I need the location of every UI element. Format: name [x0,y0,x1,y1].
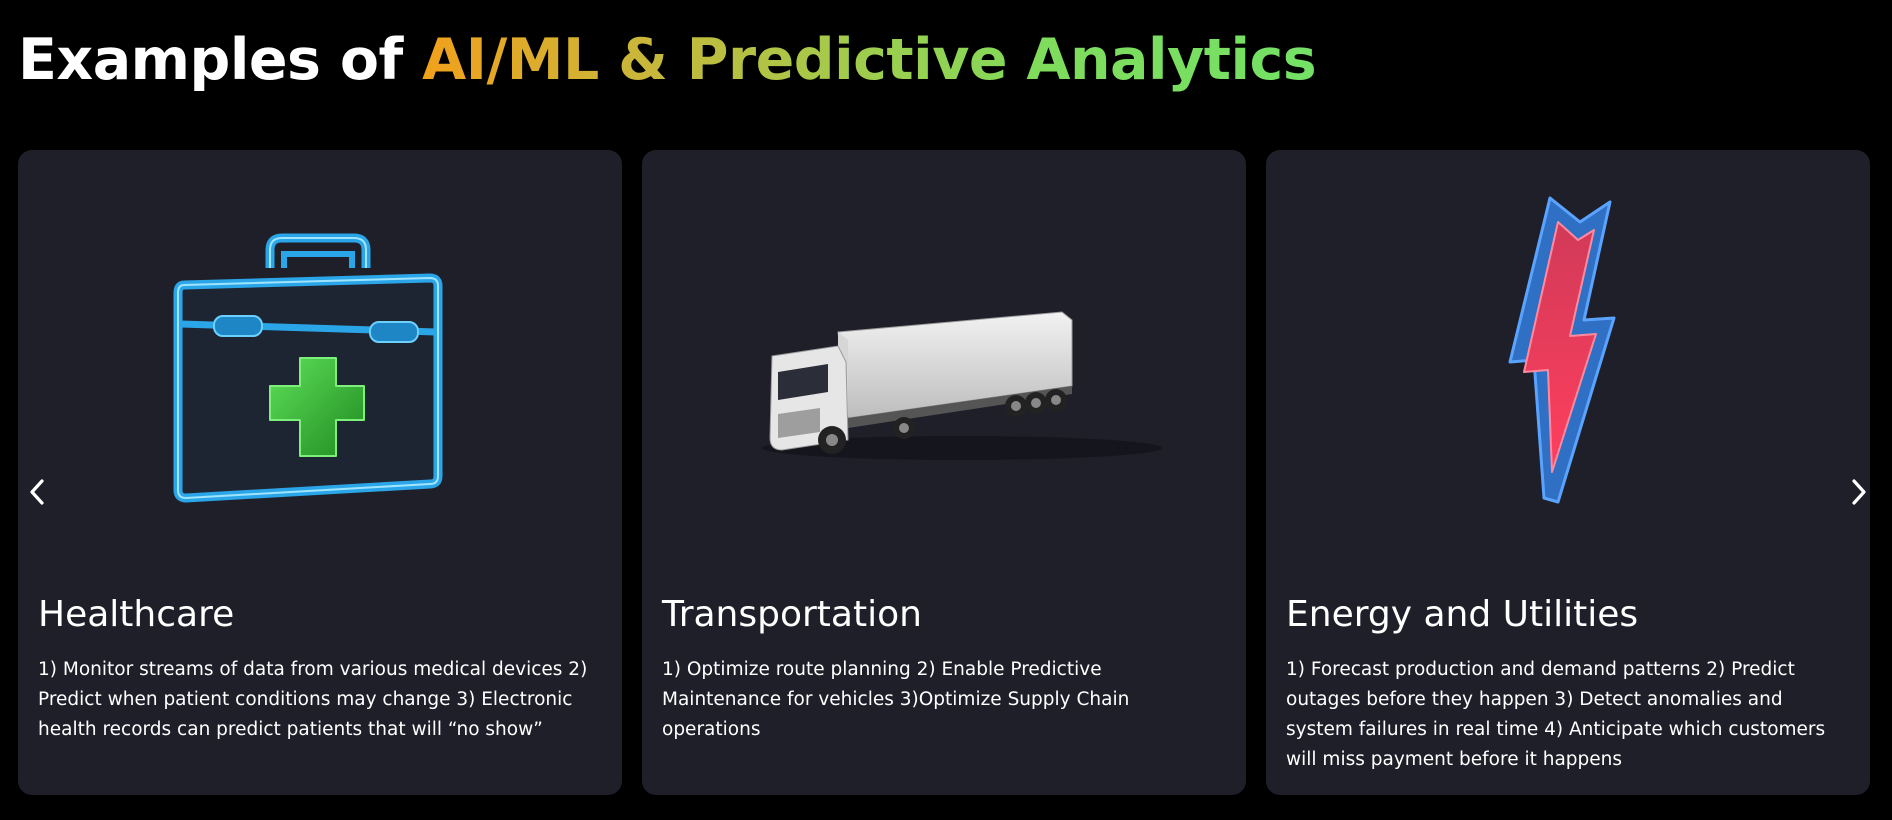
page-title: Examples of AI/ML & Predictive Analytics [18,22,1317,98]
card-title: Healthcare [38,594,235,635]
card-description: 1) Monitor streams of data from various … [38,659,588,740]
card-description: 1) Forecast production and demand patter… [1286,659,1826,770]
card-description: 1) Optimize route planning 2) Enable Pre… [662,659,1130,740]
medical-kit-icon [173,233,443,503]
page-title-highlight: AI/ML & Predictive Analytics [422,27,1317,93]
chevron-right-icon[interactable] [1846,475,1872,509]
carousel-card-energy[interactable]: Energy and Utilities 1) Forecast product… [1266,150,1870,795]
carousel-card-healthcare[interactable]: Healthcare 1) Monitor streams of data fr… [18,150,622,795]
page-title-prefix: Examples of [18,27,403,93]
lightning-bolt-icon [1508,196,1616,504]
carousel-card-transportation[interactable]: Transportation 1) Optimize route plannin… [642,150,1246,795]
card-title: Transportation [662,594,922,635]
card-title: Energy and Utilities [1286,594,1639,635]
chevron-left-icon[interactable] [24,475,50,509]
truck-icon [762,311,1162,460]
